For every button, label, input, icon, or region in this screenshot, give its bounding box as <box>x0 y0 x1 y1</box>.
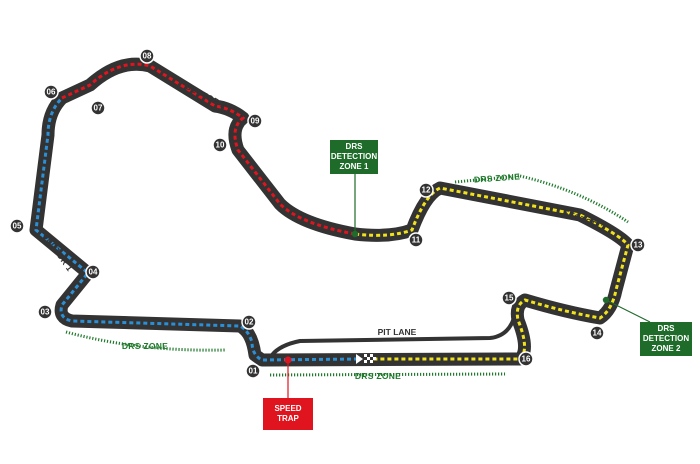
svg-text:12: 12 <box>422 186 431 195</box>
turn-08: 08 <box>139 48 155 64</box>
drs-detection-2-line-3: ZONE 2 <box>651 344 681 353</box>
pit-lane <box>270 317 516 357</box>
turn-03: 03 <box>37 304 53 320</box>
svg-text:01: 01 <box>249 367 258 376</box>
drs-detection-1-line-1: DRS <box>345 142 363 151</box>
drs-zone-label-3: DRS ZONE <box>355 371 401 381</box>
turn-16: 16 <box>518 351 534 367</box>
svg-text:11: 11 <box>412 236 421 245</box>
sector-3-line <box>354 186 630 361</box>
svg-text:16: 16 <box>522 355 531 364</box>
turn-15: 15 <box>501 290 517 306</box>
track <box>29 57 635 367</box>
svg-text:09: 09 <box>251 117 260 126</box>
turn-09: 09 <box>247 113 263 129</box>
drs-detection-1-dot <box>351 230 359 238</box>
turn-11: 11 <box>408 232 424 248</box>
speed-trap-line-1: SPEED <box>274 404 302 413</box>
svg-text:15: 15 <box>505 294 514 303</box>
drs-zone-marker-1 <box>454 174 521 184</box>
drs-zone-marker-2 <box>65 330 226 352</box>
pit-lane-label: PIT LANE <box>378 327 417 337</box>
svg-text:06: 06 <box>47 88 56 97</box>
speed-trap-box: SPEED TRAP <box>263 398 313 430</box>
turn-02: 02 <box>241 314 257 330</box>
svg-text:10: 10 <box>216 141 225 150</box>
svg-text:03: 03 <box>41 308 50 317</box>
turn-12: 12 <box>418 182 434 198</box>
sector-2-line <box>61 62 356 236</box>
drs-zone-marker-3 <box>269 372 506 377</box>
svg-text:14: 14 <box>593 329 602 338</box>
turn-07: 07 <box>90 100 106 116</box>
svg-text:13: 13 <box>634 241 643 250</box>
svg-text:08: 08 <box>143 52 152 61</box>
svg-text:04: 04 <box>89 268 98 277</box>
drs-detection-2-pointer <box>605 299 651 323</box>
drs-zone-marker-1b <box>519 174 629 224</box>
turn-13: 13 <box>630 237 646 253</box>
drs-detection-2-dot <box>602 296 610 304</box>
drs-detection-zone-2-box: DRS DETECTION ZONE 2 <box>640 322 692 356</box>
drs-detection-1-line-3: ZONE 1 <box>339 162 369 171</box>
turn-05: 05 <box>9 218 25 234</box>
turn-01: 01 <box>245 363 261 379</box>
drs-detection-1-line-2: DETECTION <box>330 152 378 161</box>
turn-04: 04 <box>85 264 101 280</box>
turn-14: 14 <box>589 325 605 341</box>
sector-1-line <box>34 96 359 362</box>
turn-10: 10 <box>212 137 228 153</box>
turn-06: 06 <box>43 84 59 100</box>
speed-trap-line-2: TRAP <box>277 414 299 423</box>
start-finish-flag <box>356 354 376 364</box>
svg-text:02: 02 <box>245 318 254 327</box>
drs-detection-2-line-1: DRS <box>657 324 675 333</box>
drs-zone-markers <box>65 174 629 377</box>
speed-trap-dot <box>284 356 292 364</box>
svg-text:05: 05 <box>13 222 22 231</box>
drs-detection-2-line-2: DETECTION <box>642 334 690 343</box>
drs-detection-zone-1-box: DRS DETECTION ZONE 1 <box>330 140 378 174</box>
drs-zone-label-1: DRS ZONE <box>474 171 521 184</box>
drs-zone-label-2: DRS ZONE <box>122 341 168 351</box>
svg-text:07: 07 <box>94 104 103 113</box>
